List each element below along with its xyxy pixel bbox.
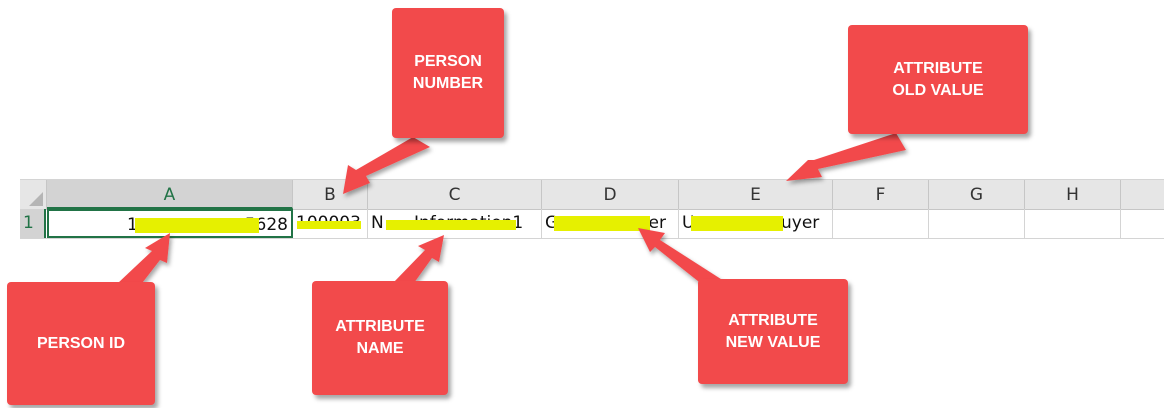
- column-header-e[interactable]: E: [679, 180, 833, 209]
- cell-a1[interactable]: 1 5628: [47, 209, 293, 238]
- callout-person-id-label: PERSON ID: [36, 334, 125, 352]
- cell-c1[interactable]: N Information1: [368, 209, 542, 238]
- callout-person-id: PERSON ID: [7, 282, 155, 405]
- cell-e1-suffix: uyer: [781, 213, 820, 233]
- select-all-button[interactable]: [20, 180, 47, 209]
- column-header-a[interactable]: A: [47, 180, 293, 209]
- callout-attribute-name: ATTRIBUTE NAME: [312, 281, 448, 395]
- cell-d1[interactable]: G yer: [542, 209, 679, 238]
- cell-a1-prefix: 1: [127, 215, 138, 235]
- spreadsheet: A B C D E F G H 1 1 5628 100003 N Inform…: [20, 179, 1164, 239]
- row-header-1[interactable]: 1: [20, 209, 46, 238]
- table-row: 1 1 5628 100003 N Information1 G yer U u…: [20, 209, 1164, 239]
- redaction-mark: [297, 221, 361, 229]
- cell-b1[interactable]: 100003: [293, 209, 368, 238]
- column-header-h[interactable]: H: [1025, 180, 1121, 209]
- arrow-old-value: [786, 133, 906, 181]
- callout-person-number-label: PERSON NUMBER: [412, 53, 484, 92]
- redaction-mark: [554, 216, 650, 231]
- callout-attribute-new-value: ATTRIBUTE NEW VALUE: [698, 279, 848, 384]
- cell-e1[interactable]: U uyer: [679, 209, 833, 238]
- select-all-triangle-icon: [29, 192, 43, 206]
- column-header-b[interactable]: B: [293, 180, 368, 209]
- column-header-d[interactable]: D: [542, 180, 679, 209]
- cell-c1-prefix: N: [371, 213, 384, 233]
- callout-attribute-old-value-label: ATTRIBUTE OLD VALUE: [892, 59, 984, 99]
- callout-attribute-new-value-label: ATTRIBUTE NEW VALUE: [725, 311, 821, 351]
- column-header-f[interactable]: F: [833, 180, 929, 209]
- column-header-row: A B C D E F G H: [20, 179, 1164, 210]
- callout-attribute-old-value: ATTRIBUTE OLD VALUE: [848, 25, 1028, 134]
- cell-g1[interactable]: [929, 209, 1025, 238]
- redaction-mark: [691, 216, 783, 231]
- column-header-g[interactable]: G: [929, 180, 1025, 209]
- callout-person-number: PERSON NUMBER: [392, 8, 504, 138]
- column-header-c[interactable]: C: [368, 180, 542, 209]
- redaction-mark: [386, 220, 516, 230]
- callout-attribute-name-label: ATTRIBUTE NAME: [335, 318, 425, 357]
- redaction-mark: [135, 218, 259, 233]
- arrow-attribute-name: [393, 235, 444, 283]
- cell-h1[interactable]: [1025, 209, 1121, 238]
- cell-f1[interactable]: [833, 209, 929, 238]
